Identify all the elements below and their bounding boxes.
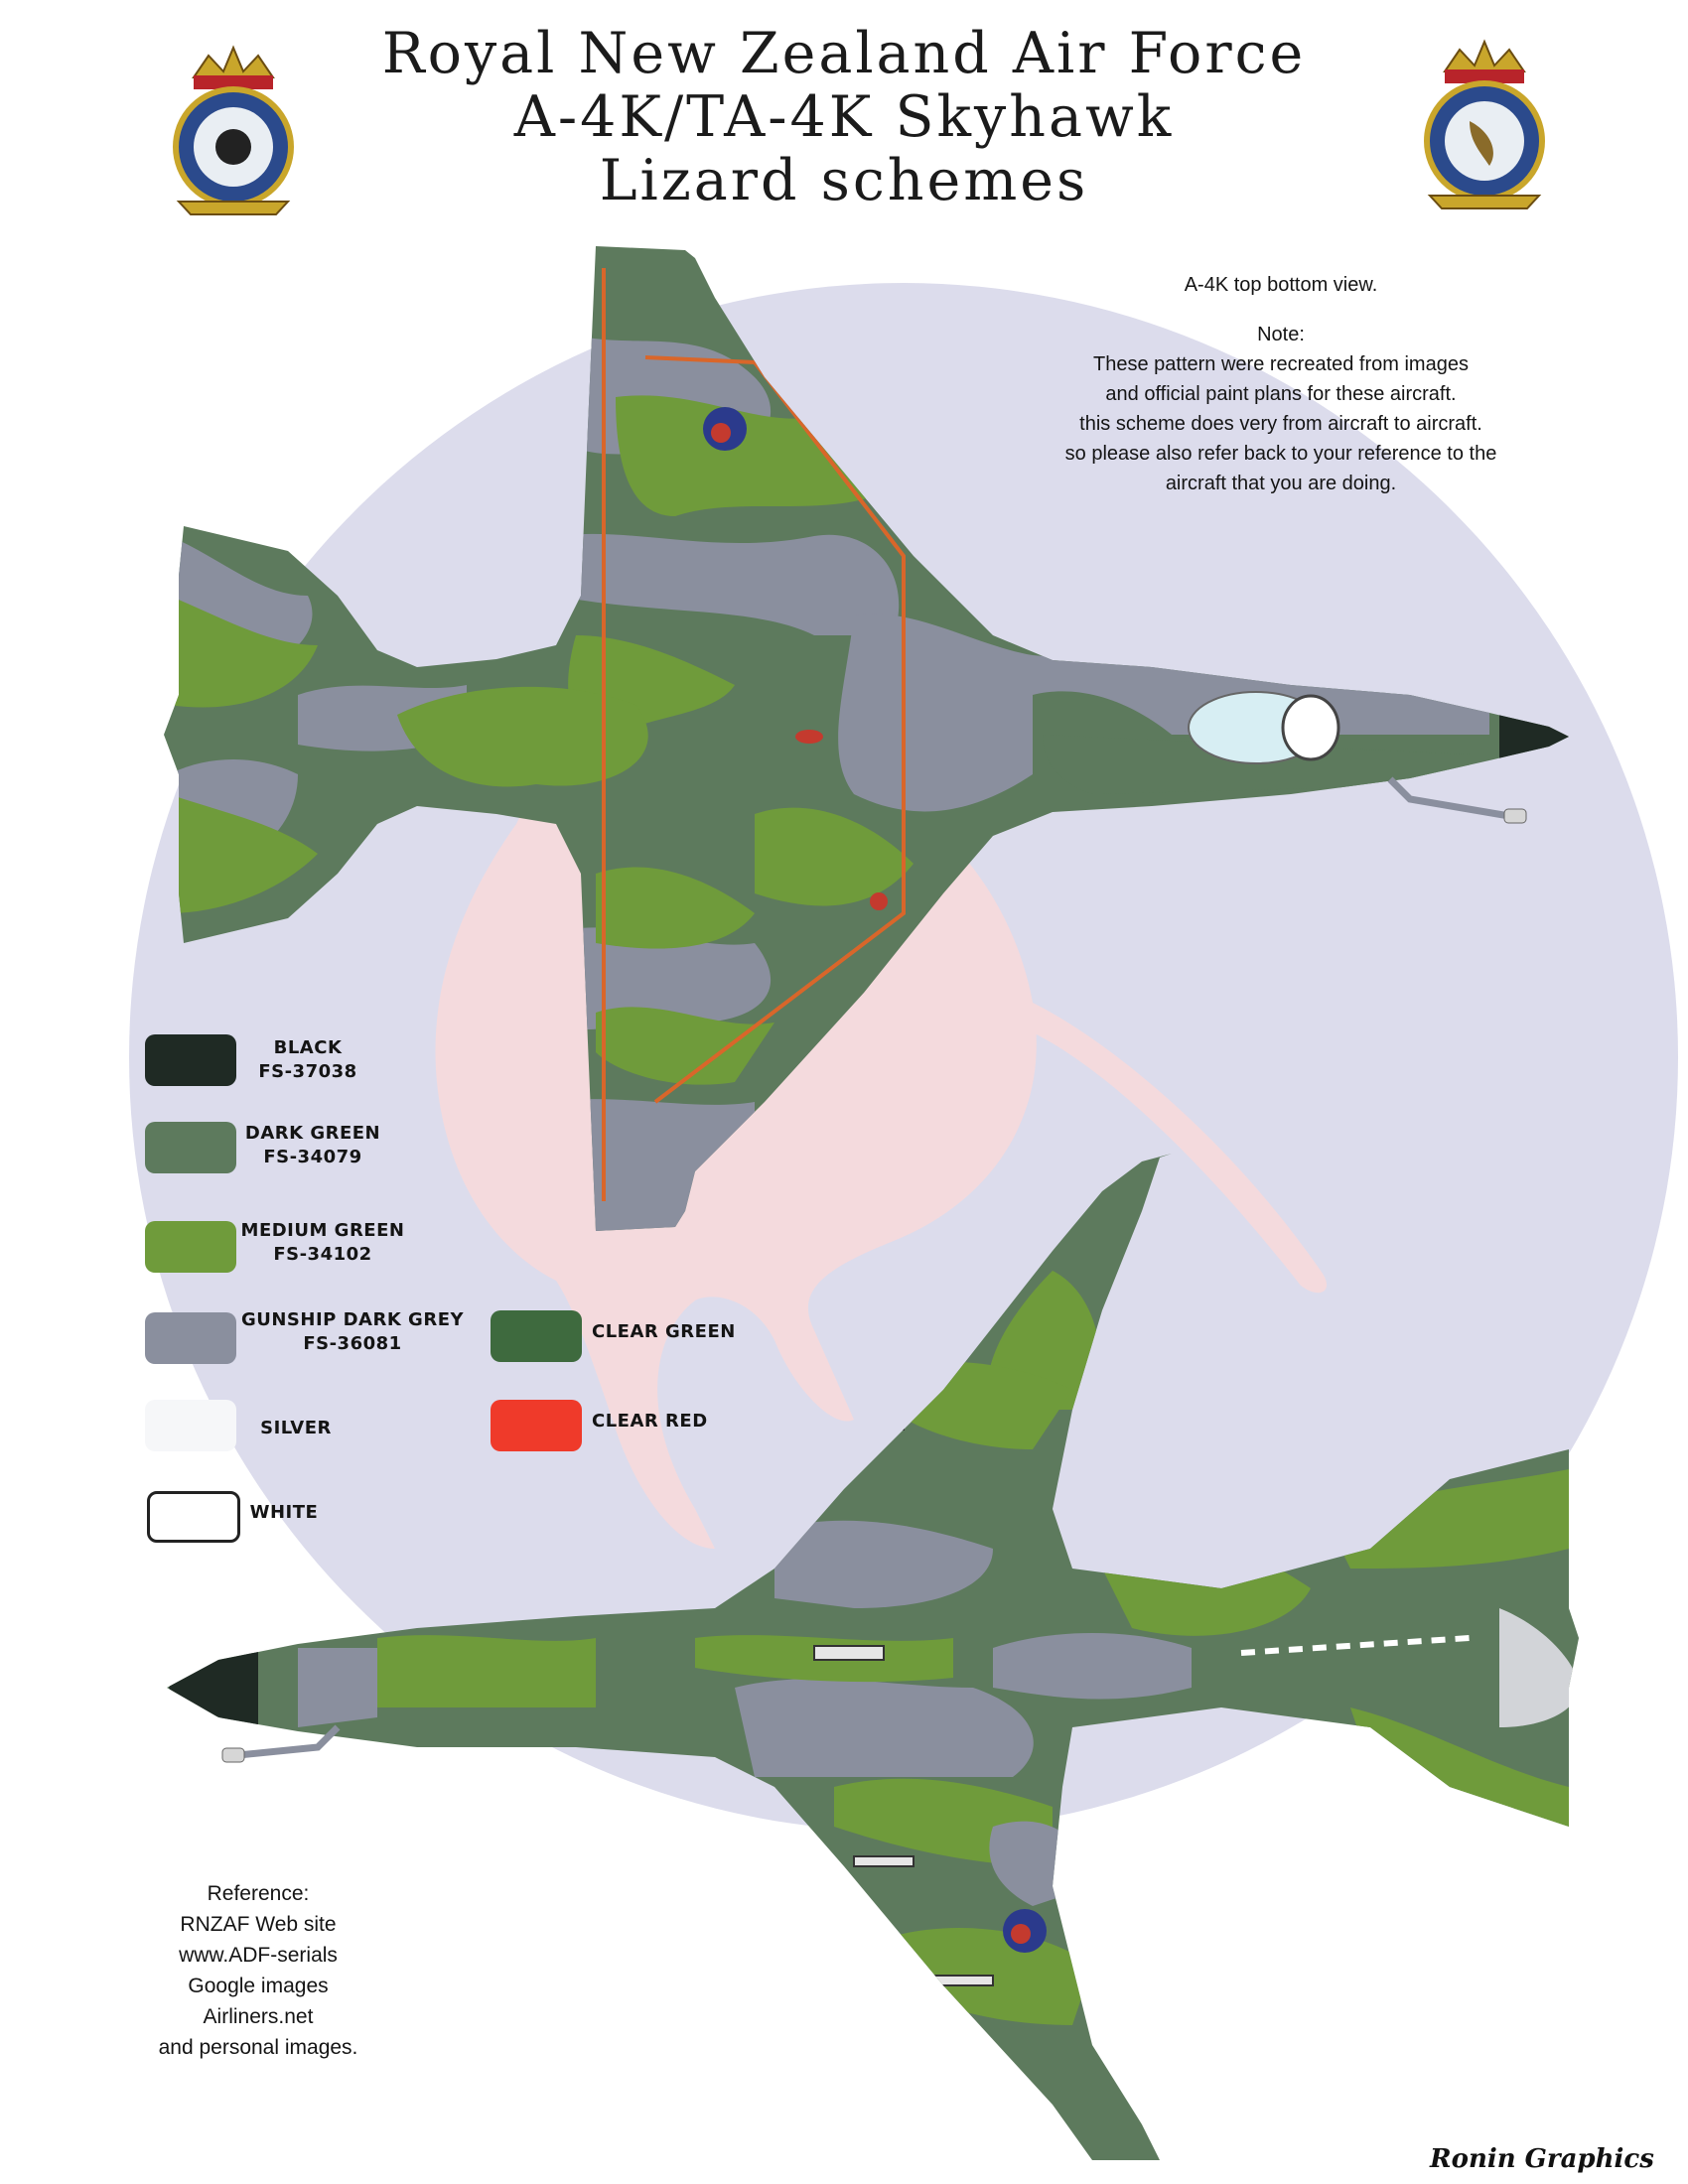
squadron-crest-left <box>173 45 294 215</box>
note-heading: Note: <box>1257 324 1305 345</box>
references-heading: Reference: <box>207 1882 310 1905</box>
note-line: so please also refer back to your refere… <box>1064 443 1497 465</box>
title-line-1: Royal New Zealand Air Force <box>381 21 1307 86</box>
note-line: and official paint plans for these aircr… <box>1105 383 1457 405</box>
view-label: A-4K top bottom view. <box>1184 274 1378 296</box>
note-line: aircraft that you are doing. <box>1165 473 1397 494</box>
references: Reference: RNZAF Web site www.ADF-serial… <box>119 1878 397 2063</box>
refuel-probe-top <box>1387 776 1510 820</box>
title-line-3: Lizard schemes <box>599 148 1089 213</box>
squadron-crest-right <box>1424 39 1545 209</box>
note-line: this scheme does very from aircraft to a… <box>1079 413 1482 435</box>
page-title: Royal New Zealand Air Force A-4K/TA-4K S… <box>328 22 1360 212</box>
reference-item: RNZAF Web site <box>180 1913 337 1936</box>
reference-item: www.ADF-serials <box>179 1944 338 1967</box>
reference-item: Google images <box>188 1975 329 1997</box>
reference-item: and personal images. <box>158 2036 358 2059</box>
title-line-2: A-4K/TA-4K Skyhawk <box>513 84 1175 150</box>
scheme-note: A-4K top bottom view. Note: These patter… <box>993 270 1569 498</box>
signature: Ronin Graphics <box>1430 2144 1654 2174</box>
reference-item: Airliners.net <box>203 2005 314 2028</box>
note-line: These pattern were recreated from images <box>1093 353 1469 375</box>
refuel-probe-bottom <box>237 1724 341 1759</box>
